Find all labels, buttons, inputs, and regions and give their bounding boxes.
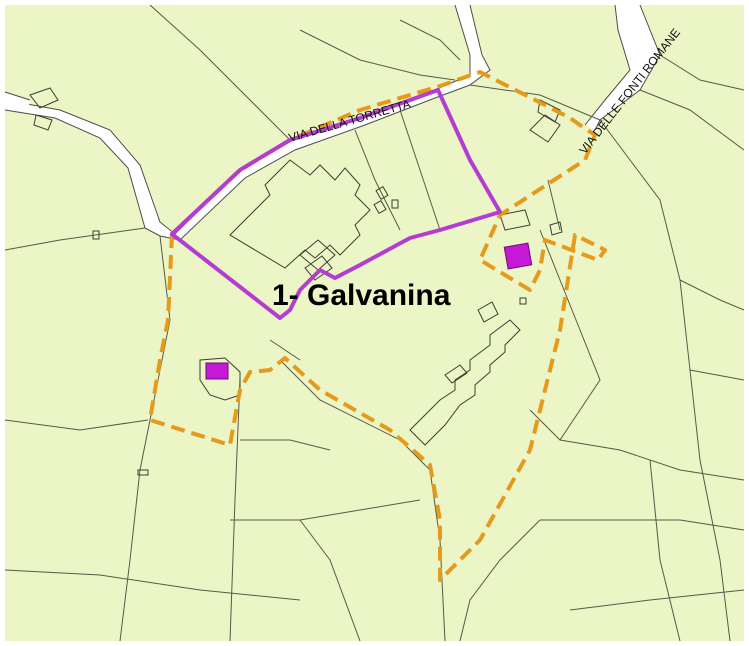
parcel-lines	[4, 4, 745, 642]
orange-boundary-main	[148, 70, 607, 582]
highlight-square-west	[205, 362, 229, 380]
buildings	[29, 87, 563, 476]
highlight-square-east	[503, 242, 533, 270]
orange-dashed-boundary	[148, 70, 607, 582]
land-background	[5, 5, 744, 641]
purple-boundary-galvanina	[170, 88, 502, 320]
building-main-complex	[229, 159, 371, 269]
label-area-galvanina: 1- Galvanina	[272, 279, 451, 312]
purple-boundary	[170, 88, 502, 320]
road-via-delle-fonti-romane	[585, 5, 660, 130]
building-east-strip	[409, 319, 521, 446]
